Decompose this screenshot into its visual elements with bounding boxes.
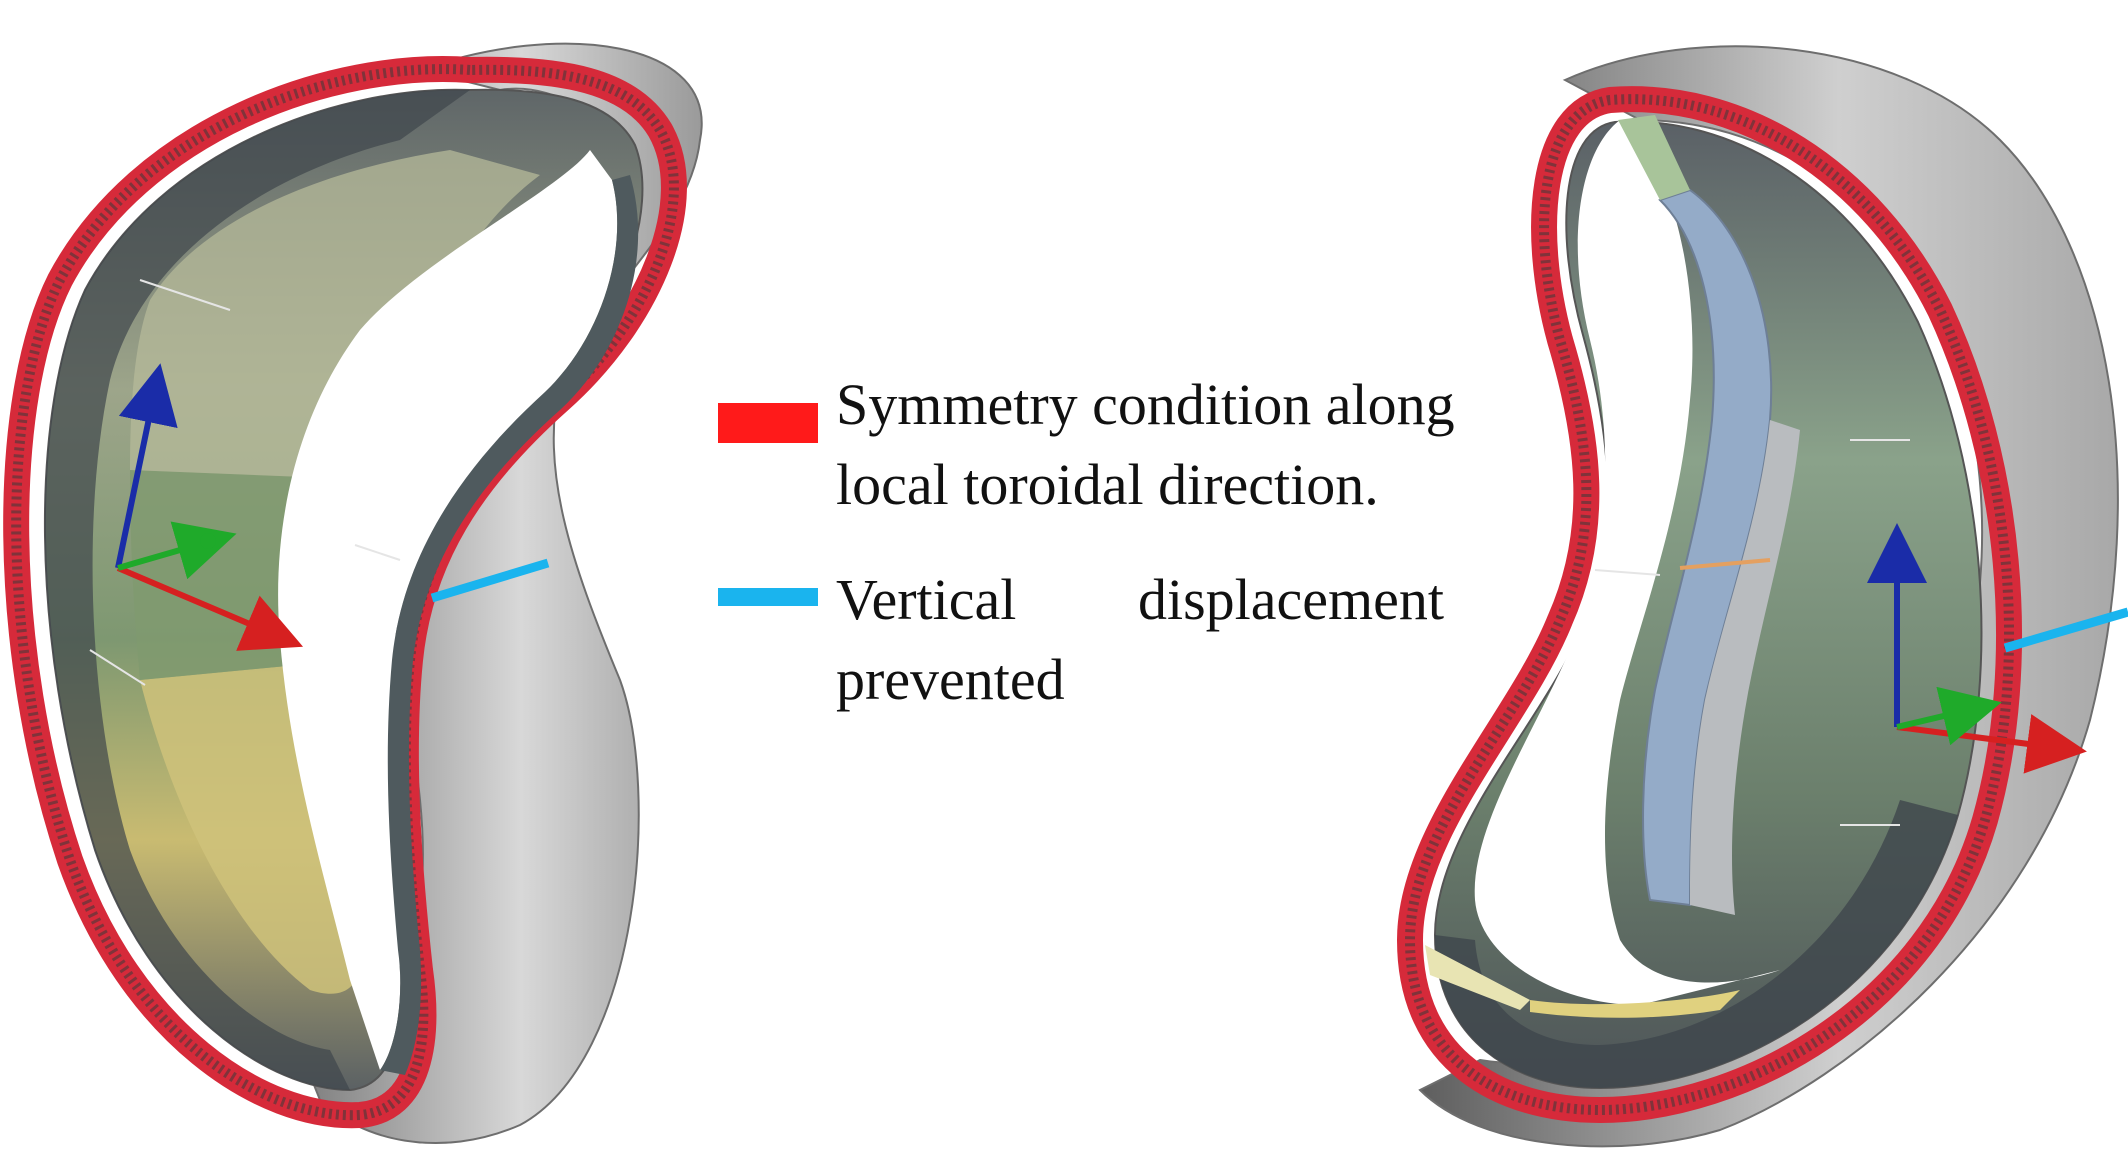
- right-opening: [1474, 120, 1780, 1005]
- legend-vertical-label: Vertical displacement prevented: [836, 560, 1444, 720]
- right-axis-triad: [1867, 523, 2087, 774]
- right-panel-yellow-base: [1530, 990, 1740, 1018]
- legend-swatch-vertical: [718, 588, 818, 606]
- legend-symmetry-line1: Symmetry condition along: [836, 372, 1455, 437]
- legend-symmetry-label: Symmetry condition along local toroidal …: [836, 365, 1455, 525]
- left-axis-triad: [115, 363, 304, 651]
- left-opening: [278, 150, 618, 1070]
- left-vessel-sector: [3, 42, 703, 1145]
- left-axis-z: [115, 363, 178, 569]
- left-axis-x: [116, 565, 304, 651]
- legend-vertical-line1: Vertical displacement: [836, 560, 1444, 640]
- right-panel-grey-wall: [1690, 420, 1800, 915]
- legend-vertical-word-right: displacement: [1137, 567, 1444, 632]
- legend-vertical-line2: prevented: [836, 647, 1065, 712]
- right-axis-y: [1896, 686, 2002, 746]
- legend-vertical-word-left: Vertical: [836, 567, 1017, 632]
- left-vertical-constraint: [430, 558, 550, 603]
- right-inner-dark-band: [1435, 800, 1958, 1088]
- right-panel-yellow-bottom: [1425, 945, 1530, 1010]
- legend-symmetry-line2: local toroidal direction.: [836, 452, 1379, 517]
- right-panel-green-top: [1618, 115, 1690, 200]
- left-axis-y-end: [200, 533, 216, 549]
- left-panel-light: [130, 150, 540, 480]
- right-vessel-sector: [1396, 45, 2128, 1148]
- left-symmetry-band-texture: [11, 64, 679, 1121]
- right-vertical-constraint: [2003, 607, 2128, 653]
- right-symmetry-band-texture: [1404, 94, 2014, 1116]
- left-inner-rim: [380, 175, 639, 1075]
- legend-swatch-symmetry: [718, 403, 818, 443]
